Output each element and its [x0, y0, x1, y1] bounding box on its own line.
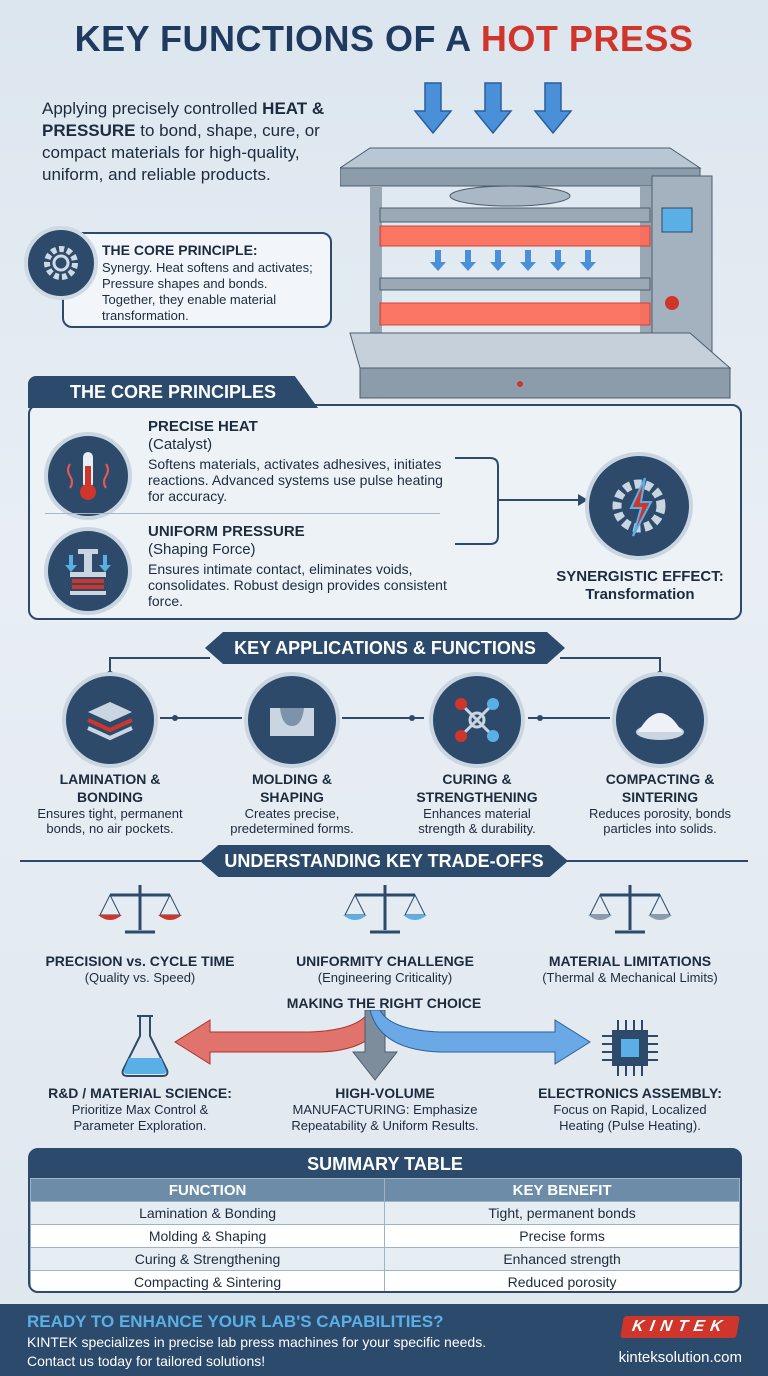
page-title: KEY FUNCTIONS OF A HOT PRESS — [74, 18, 694, 59]
pressure-press-icon — [44, 527, 132, 615]
applications-banner: KEY APPLICATIONS & FUNCTIONS — [205, 632, 565, 664]
arrow-right-icon — [369, 1010, 591, 1065]
footer-line2: Contact us today for tailored solutions! — [27, 1353, 266, 1369]
website-link[interactable]: kinteksolution.com — [618, 1349, 742, 1366]
footer: READY TO ENHANCE YOUR LAB'S CAPABILITIES… — [0, 1304, 768, 1376]
column-header: FUNCTION — [30, 1178, 386, 1202]
balance-scale-icon — [588, 885, 672, 934]
flask-icon — [121, 1015, 169, 1077]
balance-scale-icon — [98, 885, 182, 934]
pressure-arrows-icon — [413, 82, 573, 135]
synergy-gear-lightning-icon — [585, 452, 693, 560]
choice-rnd: R&D / MATERIAL SCIENCE:Prioritize Max Co… — [48, 1085, 232, 1133]
choice-heading: MAKING THE RIGHT CHOICE — [286, 995, 482, 1011]
molecule-icon — [429, 672, 525, 768]
uniform-pressure-item: UNIFORM PRESSURE(Shaping Force) Ensures … — [148, 523, 447, 609]
tradeoff-uniformity: UNIFORMITY CHALLENGE(Engineering Critica… — [296, 953, 474, 985]
thermometer-icon — [44, 432, 132, 520]
bracket-connector — [455, 457, 588, 545]
footer-line1: KINTEK specializes in precise lab press … — [27, 1334, 487, 1350]
choice-electronics: ELECTRONICS ASSEMBLY:Focus on Rapid, Loc… — [538, 1085, 722, 1133]
hot-press-illustration — [340, 82, 732, 399]
core-principles-tab: THE CORE PRINCIPLES — [28, 376, 318, 408]
kintek-logo: KINTEK — [620, 1316, 740, 1338]
summary-title: SUMMARY TABLE — [307, 1154, 463, 1174]
balance-scale-icon — [343, 885, 427, 934]
intro-text: Applying precisely controlled HEAT & PRE… — [42, 99, 325, 184]
divider — [45, 513, 440, 514]
synergy-label: SYNERGISTIC EFFECT:Transformation — [556, 568, 724, 603]
mold-icon — [244, 672, 340, 768]
choice-arrows — [174, 1010, 591, 1081]
microchip-icon — [602, 1020, 658, 1076]
tradeoffs-banner: UNDERSTANDING KEY TRADE-OFFS — [200, 845, 568, 877]
core-principle-callout: THE CORE PRINCIPLE: Synergy. Heat soften… — [62, 232, 332, 328]
arrow-left-icon — [174, 1010, 386, 1065]
tradeoff-precision: PRECISION vs. CYCLE TIME(Quality vs. Spe… — [45, 953, 235, 985]
footer-heading: READY TO ENHANCE YOUR LAB'S CAPABILITIES… — [27, 1312, 444, 1331]
precise-heat-item: PRECISE HEAT(Catalyst) Softens materials… — [148, 418, 443, 504]
column-header: KEY BENEFIT — [384, 1178, 740, 1202]
powder-pile-icon — [612, 672, 708, 768]
gear-icon — [24, 226, 98, 300]
layers-icon — [62, 672, 158, 768]
tradeoff-material: MATERIAL LIMITATIONS(Thermal & Mechanica… — [542, 953, 718, 985]
